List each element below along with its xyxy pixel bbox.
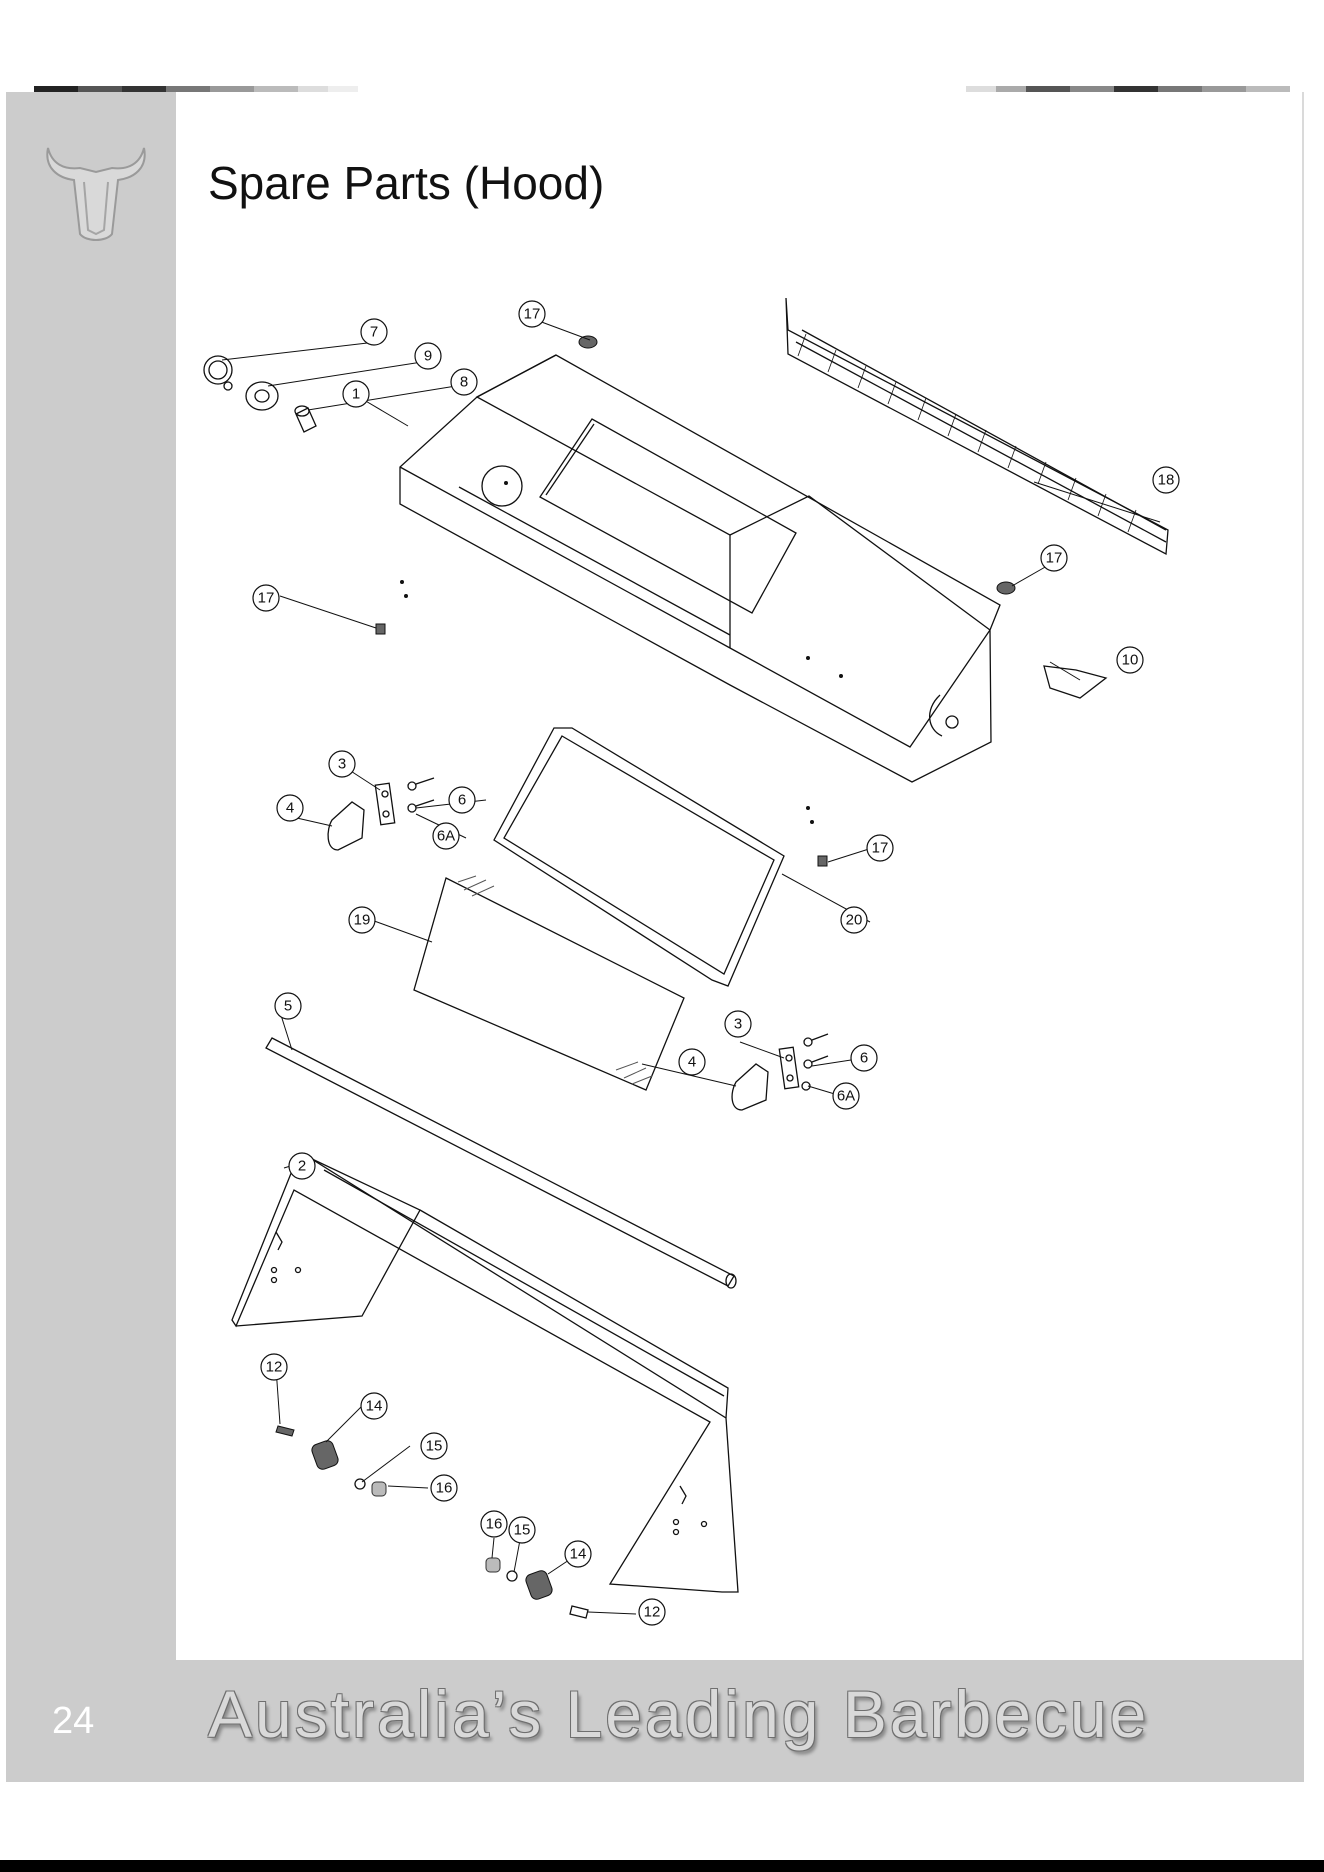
- hinge-left: [328, 778, 434, 850]
- svg-text:8: 8: [460, 374, 468, 391]
- hood-bumpers: [376, 336, 1015, 866]
- callout-18: 18: [1153, 467, 1179, 493]
- page-title: Spare Parts (Hood): [208, 160, 604, 206]
- callout-4-left: 4: [277, 795, 303, 821]
- callout-20: 20: [841, 907, 867, 933]
- svg-text:2: 2: [298, 1158, 306, 1175]
- callout-19: 19: [349, 907, 375, 933]
- svg-text:1: 1: [352, 386, 360, 403]
- callout-4-right: 4: [679, 1049, 705, 1075]
- callout-labels: 7 9 8 1 17 18 17 10 17 3 6 4 6A 17 20 19…: [253, 301, 1179, 1625]
- svg-text:17: 17: [524, 306, 541, 323]
- knob-hardware-right: [486, 1558, 588, 1618]
- callout-10: 10: [1117, 647, 1143, 673]
- page-edge: [1302, 92, 1304, 1782]
- svg-text:20: 20: [846, 912, 863, 929]
- svg-text:12: 12: [266, 1359, 283, 1376]
- warming-rack: [786, 298, 1168, 554]
- svg-text:16: 16: [486, 1516, 503, 1533]
- callout-17-top: 17: [519, 301, 545, 327]
- callout-16-right: 16: [481, 1511, 507, 1537]
- svg-text:16: 16: [436, 1480, 453, 1497]
- callout-17-left: 17: [253, 585, 279, 611]
- svg-text:10: 10: [1122, 652, 1139, 669]
- callout-14-right: 14: [565, 1541, 591, 1567]
- hood-glass: [414, 876, 684, 1090]
- callout-3-right: 3: [725, 1011, 751, 1037]
- callout-7: 7: [361, 319, 387, 345]
- callout-6-right: 6: [851, 1045, 877, 1071]
- svg-text:5: 5: [284, 998, 292, 1015]
- window-frame: [494, 728, 784, 986]
- hinge-right: [732, 1034, 828, 1110]
- callout-17-right: 17: [1041, 545, 1067, 571]
- callout-16-left: 16: [431, 1475, 457, 1501]
- svg-text:3: 3: [338, 756, 346, 773]
- hood-body: [400, 355, 1000, 824]
- callout-15-right: 15: [509, 1517, 535, 1543]
- svg-text:14: 14: [570, 1546, 587, 1563]
- svg-text:17: 17: [258, 590, 275, 607]
- svg-text:18: 18: [1158, 472, 1175, 489]
- callout-14-left: 14: [361, 1393, 387, 1419]
- svg-text:15: 15: [514, 1522, 531, 1539]
- svg-text:17: 17: [1046, 550, 1063, 567]
- handle-rod: [266, 1038, 736, 1288]
- bull-head-icon: [40, 138, 152, 250]
- callout-15-left: 15: [421, 1433, 447, 1459]
- callout-17-bottom: 17: [867, 835, 893, 861]
- svg-text:6: 6: [860, 1050, 868, 1067]
- gauge-sleeve: [295, 406, 316, 432]
- logo-badge: [1044, 666, 1106, 698]
- svg-text:7: 7: [370, 324, 378, 341]
- svg-text:6: 6: [458, 792, 466, 809]
- svg-text:3: 3: [734, 1016, 742, 1033]
- svg-text:15: 15: [426, 1438, 443, 1455]
- hood-exploded-diagram: 7 9 8 1 17 18 17 10 17 3 6 4 6A 17 20 19…: [176, 290, 1186, 1660]
- svg-text:19: 19: [354, 912, 371, 929]
- svg-text:6A: 6A: [837, 1088, 855, 1105]
- callout-6a-left: 6A: [433, 823, 459, 849]
- page-number: 24: [52, 1700, 94, 1743]
- footer-tagline: Australia’s Leading Barbecue: [208, 1676, 1149, 1752]
- thermometer-gauge: [204, 356, 232, 390]
- svg-text:4: 4: [688, 1054, 696, 1071]
- svg-text:12: 12: [644, 1604, 661, 1621]
- callout-6-left: 6: [449, 787, 475, 813]
- callout-3-left: 3: [329, 751, 355, 777]
- callout-6a-right: 6A: [833, 1083, 859, 1109]
- svg-text:14: 14: [366, 1398, 383, 1415]
- svg-text:9: 9: [424, 348, 432, 365]
- page-bottom-rule: [0, 1860, 1324, 1872]
- callout-5: 5: [275, 993, 301, 1019]
- callout-2: 2: [289, 1153, 315, 1179]
- svg-text:6A: 6A: [437, 828, 455, 845]
- sidebar-band: [6, 92, 176, 1782]
- callout-12-right: 12: [639, 1599, 665, 1625]
- callout-9: 9: [415, 343, 441, 369]
- gauge-bezel: [246, 382, 278, 410]
- callout-12-left: 12: [261, 1354, 287, 1380]
- svg-text:17: 17: [872, 840, 889, 857]
- callout-8: 8: [451, 369, 477, 395]
- svg-text:4: 4: [286, 800, 294, 817]
- callout-1: 1: [343, 381, 369, 407]
